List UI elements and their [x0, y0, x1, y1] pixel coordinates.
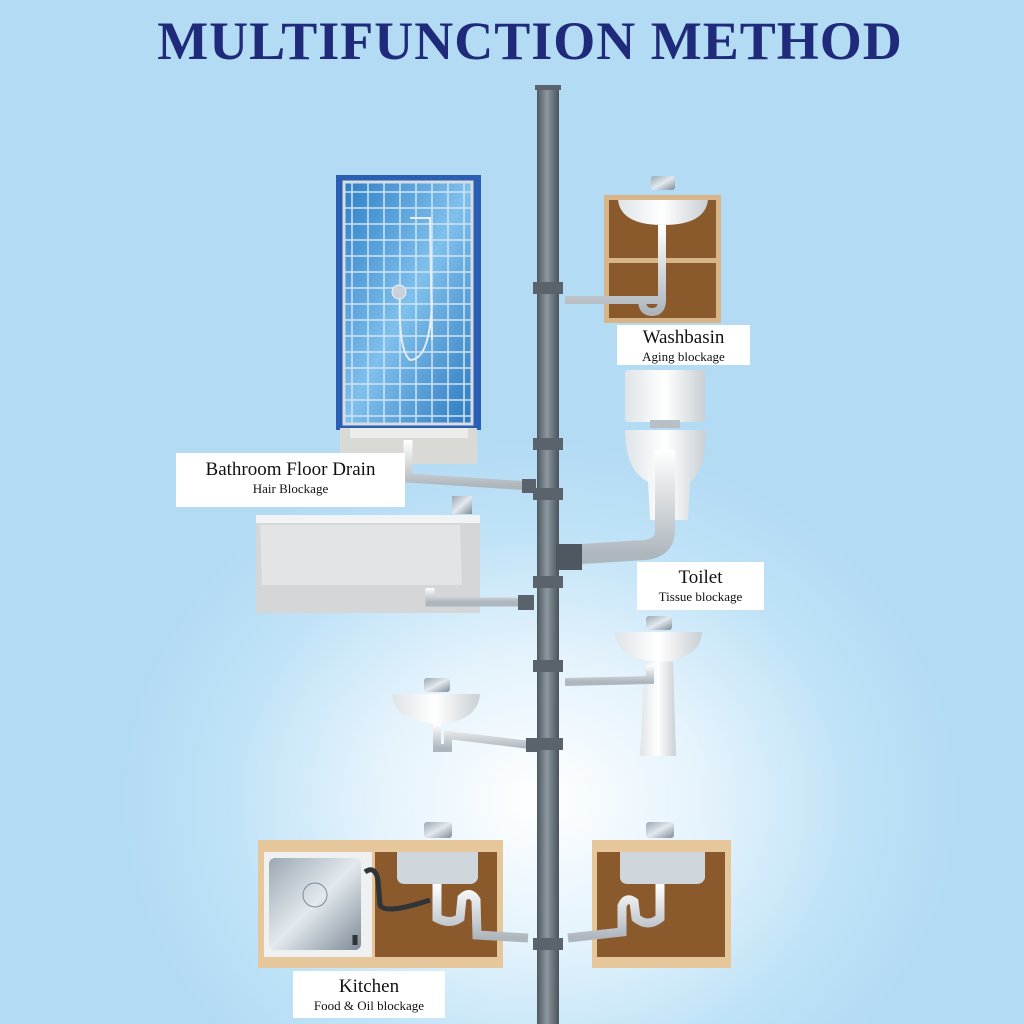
floor-drain-pipe	[403, 440, 531, 491]
washbasin-label: Washbasin Aging blockage	[617, 325, 750, 365]
floor-drain-label: Bathroom Floor Drain Hair Blockage	[176, 453, 405, 507]
toilet-issue: Tissue blockage	[658, 589, 743, 604]
washbasin-illustration	[565, 176, 721, 323]
page-title: MULTIFUNCTION METHOD	[157, 11, 903, 71]
main-stack-pipe	[533, 85, 563, 1024]
kitchen-name: Kitchen	[338, 976, 400, 997]
bathtub-illustration	[256, 496, 534, 613]
wall-sink-illustration	[392, 678, 538, 752]
shower-illustration	[336, 175, 481, 464]
kitchen-sink-with-dishwasher-illustration	[258, 822, 529, 968]
kitchen-issue: Food & Oil blockage	[313, 998, 425, 1013]
floor-drain-issue: Hair Blockage	[252, 481, 329, 496]
kitchen-label: Kitchen Food & Oil blockage	[293, 971, 445, 1018]
toilet-label: Toilet Tissue blockage	[637, 562, 764, 610]
toilet-name: Toilet	[678, 567, 723, 588]
washbasin-issue: Aging blockage	[642, 349, 725, 364]
floor-drain-name: Bathroom Floor Drain	[205, 459, 376, 480]
washbasin-name: Washbasin	[642, 327, 725, 348]
toilet-illustration	[556, 370, 706, 570]
pedestal-sink-illustration	[564, 616, 702, 756]
kitchen-sink-illustration	[567, 822, 731, 968]
